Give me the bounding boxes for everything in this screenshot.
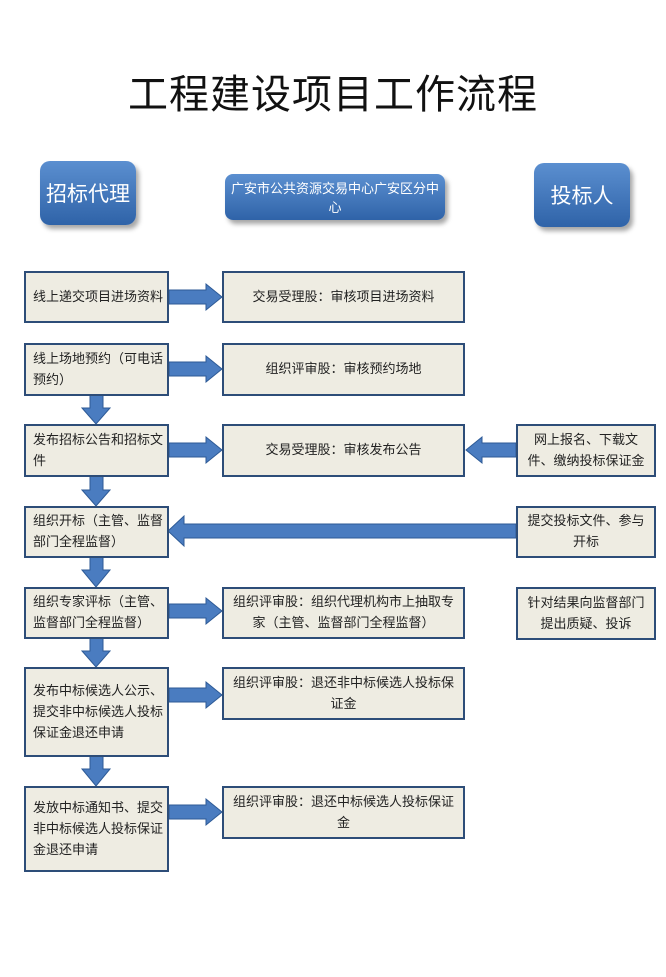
step-bid-opening-label: 组织开标（主管、监督部门全程监督） xyxy=(33,514,164,550)
header-trading-center-label: 广安市公共资源交易中心广安区分中心 xyxy=(230,182,439,216)
page-title: 工程建设项目工作流程 xyxy=(128,72,538,118)
arrow-right-6 xyxy=(168,680,223,710)
arrow-right-7 xyxy=(168,797,223,827)
step-venue-booking-label: 线上场地预约（可电话预约） xyxy=(33,351,164,388)
step-bid-opening: 组织开标（主管、监督部门全程监督） xyxy=(24,506,169,558)
arrow-left-bid-opening xyxy=(167,514,517,548)
arrow-down-1 xyxy=(80,394,112,425)
center-draw-experts: 组织评审股：组织代理机构市上抽取专家（主管、监督部门全程监督） xyxy=(222,587,465,639)
center-review-venue-label: 组织评审股：审核预约场地 xyxy=(265,362,422,377)
step-submit-materials: 线上递交项目进场资料 xyxy=(24,271,169,323)
header-trading-center: 广安市公共资源交易中心广安区分中心 xyxy=(225,174,445,220)
bidder-complaint: 针对结果向监督部门提出质疑、投诉 xyxy=(516,587,656,640)
center-refund-winning-label: 组织评审股：退还中标候选人投标保证金 xyxy=(232,794,454,831)
center-refund-non-winning-label: 组织评审股：退还非中标候选人投标保证金 xyxy=(232,675,454,712)
header-bidding-agent: 招标代理 xyxy=(40,161,136,225)
bidder-register-label: 网上报名、下载文件、缴纳投标保证金 xyxy=(527,432,645,469)
bidder-complaint-label: 针对结果向监督部门提出质疑、投诉 xyxy=(527,595,645,632)
header-bidder: 投标人 xyxy=(534,163,630,227)
step-venue-booking: 线上场地预约（可电话预约） xyxy=(24,343,169,396)
step-submit-materials-label: 线上递交项目进场资料 xyxy=(33,289,164,305)
step-candidate-publicity-label: 发布中标候选人公示、提交非中标候选人投标保证金退还申请 xyxy=(33,683,164,741)
center-review-venue: 组织评审股：审核预约场地 xyxy=(222,343,465,396)
arrow-right-5 xyxy=(168,596,223,626)
step-expert-evaluation: 组织专家评标（主管、监督部门全程监督） xyxy=(24,587,169,639)
arrow-down-5 xyxy=(80,755,112,787)
center-review-notice: 交易受理股：审核发布公告 xyxy=(222,424,465,477)
arrow-right-1 xyxy=(168,282,223,312)
step-award-notice-label: 发放中标通知书、提交非中标候选人投标保证金退还申请 xyxy=(33,800,164,858)
arrow-right-2 xyxy=(168,354,223,384)
header-bidding-agent-label: 招标代理 xyxy=(46,182,130,206)
center-review-materials: 交易受理股：审核项目进场资料 xyxy=(222,271,465,323)
center-refund-winning: 组织评审股：退还中标候选人投标保证金 xyxy=(222,786,465,839)
center-review-materials-label: 交易受理股：审核项目进场资料 xyxy=(252,289,435,305)
center-refund-non-winning: 组织评审股：退还非中标候选人投标保证金 xyxy=(222,667,465,720)
step-publish-notice-label: 发布招标公告和招标文件 xyxy=(33,432,164,469)
arrow-down-3 xyxy=(80,556,112,588)
arrow-down-4 xyxy=(80,637,112,668)
bidder-submit-bid: 提交投标文件、参与开标 xyxy=(516,506,656,558)
arrow-left-bidder-register xyxy=(465,435,517,465)
arrow-down-2 xyxy=(80,475,112,507)
step-expert-evaluation-label: 组织专家评标（主管、监督部门全程监督） xyxy=(33,595,164,631)
bidder-register: 网上报名、下载文件、缴纳投标保证金 xyxy=(516,424,656,477)
center-draw-experts-label: 组织评审股：组织代理机构市上抽取专家（主管、监督部门全程监督） xyxy=(232,595,454,631)
step-publish-notice: 发布招标公告和招标文件 xyxy=(24,424,169,477)
header-bidder-label: 投标人 xyxy=(550,184,614,208)
step-candidate-publicity: 发布中标候选人公示、提交非中标候选人投标保证金退还申请 xyxy=(24,667,169,757)
step-award-notice: 发放中标通知书、提交非中标候选人投标保证金退还申请 xyxy=(24,786,169,872)
arrow-right-3 xyxy=(168,435,223,465)
bidder-submit-bid-label: 提交投标文件、参与开标 xyxy=(527,514,645,550)
center-review-notice-label: 交易受理股：审核发布公告 xyxy=(265,443,422,458)
